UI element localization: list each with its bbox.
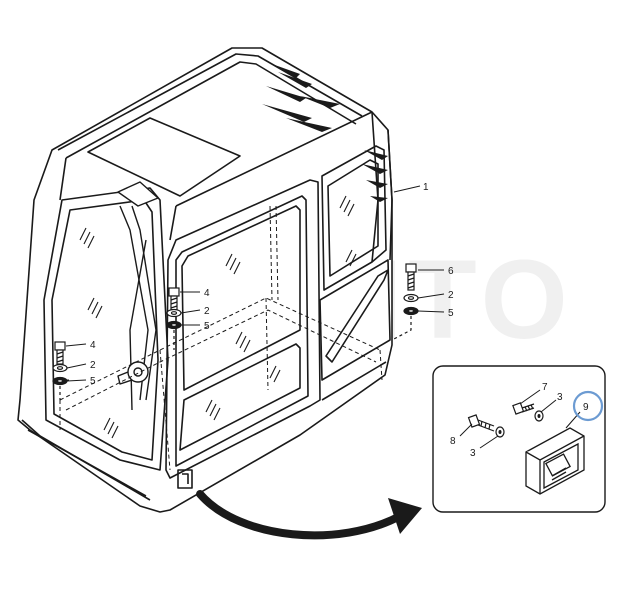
callout-7: 7 <box>542 382 548 393</box>
cab-body <box>17 47 393 513</box>
fastener-group-left <box>52 341 68 400</box>
highlight-circle <box>572 390 604 422</box>
roof-skylight <box>87 117 241 197</box>
leader-lines-main <box>65 185 445 382</box>
rear-side-window-frame <box>321 145 387 291</box>
front-pillar-top <box>59 157 67 201</box>
glass-hatches <box>79 195 357 439</box>
fastener-group-middle <box>166 287 182 350</box>
detail-inset: 7 3 9 8 3 <box>432 365 606 513</box>
callout-9: 9 <box>583 402 589 413</box>
callout-5: 5 <box>90 376 96 387</box>
rear-side-lower-panel <box>319 259 391 381</box>
door-handle <box>177 469 193 489</box>
callout-2: 2 <box>204 306 210 317</box>
front-windshield-glass <box>51 199 159 461</box>
callouts-main: 1 6 2 5 4 2 5 4 2 5 <box>90 182 454 387</box>
pointer-arrow <box>196 490 422 540</box>
front-windshield-frame <box>43 187 169 471</box>
callout-4: 4 <box>204 288 210 299</box>
cab-outline <box>17 47 393 513</box>
door-upper-glass <box>181 205 301 391</box>
hidden-lines <box>58 205 383 471</box>
bolt-head <box>405 263 417 273</box>
wiper <box>117 181 159 411</box>
callout-1: 1 <box>423 182 429 193</box>
callout-6: 6 <box>448 266 454 277</box>
door-inner <box>175 195 309 467</box>
callout-4: 4 <box>90 340 96 351</box>
callout-8: 8 <box>450 436 456 447</box>
callout-3: 3 <box>557 392 563 403</box>
roof-front-edge <box>57 53 363 151</box>
bolt-shank <box>407 271 415 291</box>
side-pillar-top <box>169 205 177 241</box>
roof-vents <box>262 64 388 202</box>
roof-side-edge <box>175 111 373 207</box>
fastener-group-right <box>391 263 419 341</box>
roof-inner-edge <box>65 61 357 159</box>
door-lower-glass <box>179 343 301 451</box>
door-frame <box>165 179 321 479</box>
callout-5: 5 <box>204 321 210 332</box>
callout-2: 2 <box>90 360 96 371</box>
grab-handle <box>325 269 389 363</box>
door-lock-assembly <box>525 427 585 495</box>
callout-3: 3 <box>470 448 476 459</box>
bolt-7 <box>512 402 535 415</box>
callout-2: 2 <box>448 290 454 301</box>
callout-5: 5 <box>448 308 454 319</box>
